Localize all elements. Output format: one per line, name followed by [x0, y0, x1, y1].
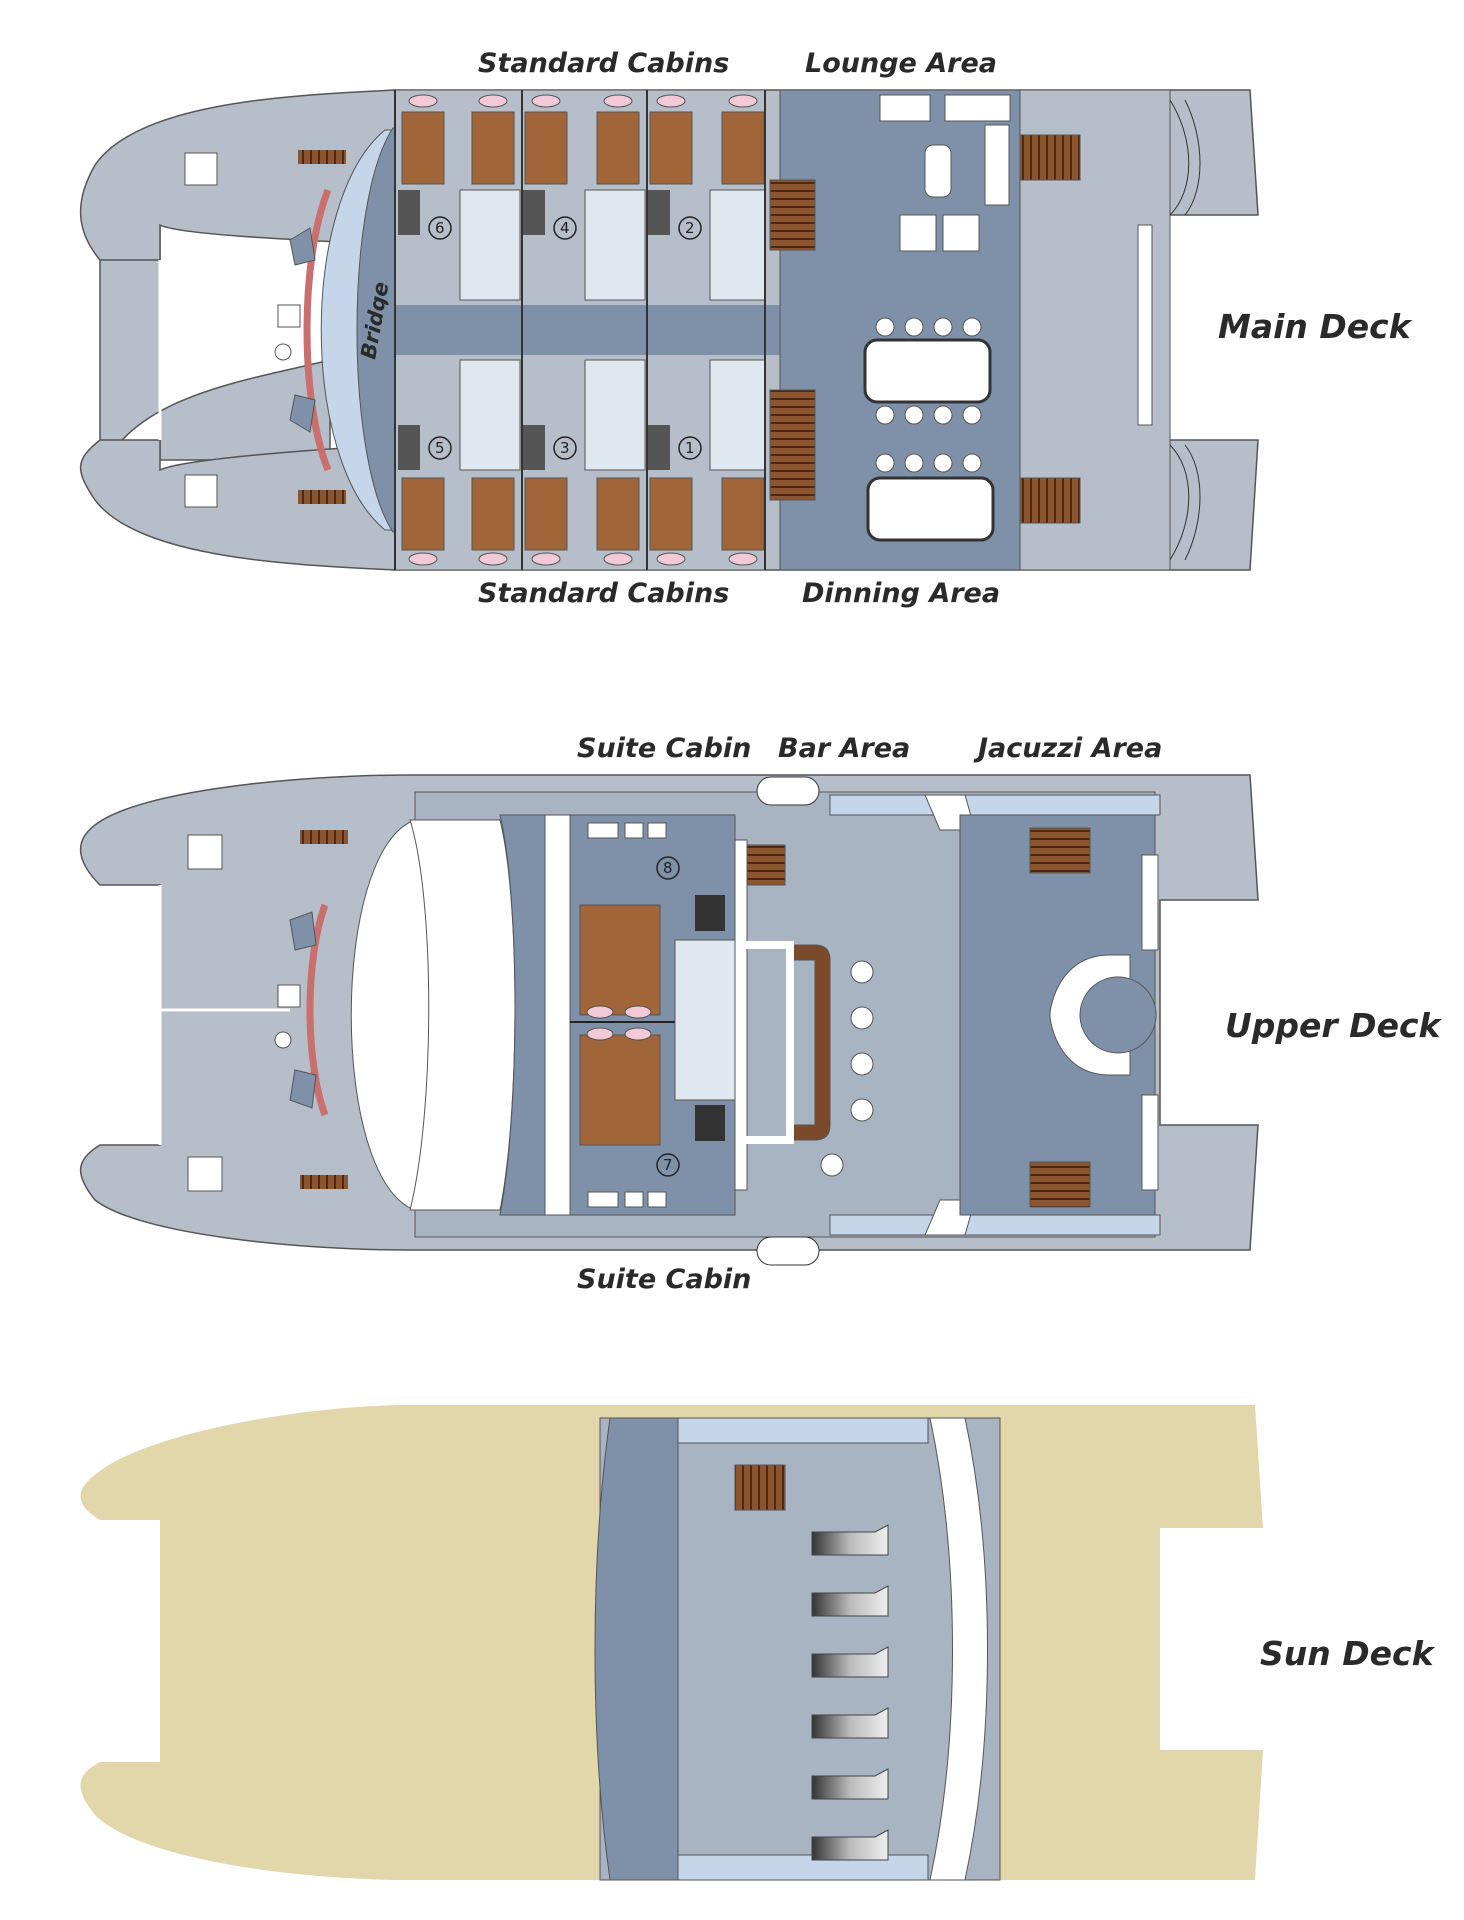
stairs [1019, 477, 1081, 524]
lounge-area-label: Lounge Area [805, 48, 997, 79]
suite-cabin-bottom-label: Suite Cabin [577, 1264, 751, 1295]
sun-deck-title: Sun Deck [1260, 1634, 1436, 1673]
cabin-number-circle [428, 436, 452, 460]
dining-area-label: Dinning Area [802, 578, 1000, 609]
stairs [1029, 827, 1091, 874]
hatch [277, 984, 301, 1008]
dining-table [866, 476, 995, 542]
main-deck: Bridge 6 4 [79, 89, 1259, 571]
tender-boat [756, 776, 820, 806]
suite-bed [579, 1034, 661, 1146]
cabin-number: 7 [663, 1156, 673, 1174]
cabin-number-circle [678, 216, 702, 240]
main-deck-title: Main Deck [1218, 307, 1413, 346]
stairs [1019, 134, 1081, 181]
hatch [184, 474, 218, 508]
cabin-number-circle [428, 216, 452, 240]
sun-deck [80, 1405, 1264, 1881]
cabin-number: 1 [685, 439, 695, 457]
cabin-number-circle [553, 436, 577, 460]
stairs [734, 1464, 786, 1511]
dining-table [863, 338, 992, 404]
tender-boat [756, 1236, 820, 1266]
vent-grille [300, 830, 348, 844]
suite-bed [579, 904, 661, 1016]
cabin-number: 2 [685, 219, 695, 237]
cabin-number: 4 [560, 219, 570, 237]
hatch [184, 152, 218, 186]
cabin-number: 3 [560, 439, 570, 457]
hatch [187, 834, 223, 870]
stairs [769, 389, 816, 501]
upper-deck-title: Upper Deck [1225, 1006, 1443, 1045]
stairs [1029, 1161, 1091, 1208]
bar-area-label: Bar Area [778, 733, 910, 764]
cabin-number: 8 [663, 859, 673, 877]
cabin-number-circle [553, 216, 577, 240]
bridge-room [356, 127, 396, 533]
cabin-number: 6 [435, 219, 445, 237]
top-cabins: 6 4 2 [398, 94, 766, 301]
upper-deck: 8 7 [79, 774, 1259, 1266]
suite-cabin-top-label: Suite Cabin [577, 733, 751, 764]
top-standard-cabins-label: Standard Cabins [478, 48, 729, 79]
sun-loungers [811, 1524, 889, 1861]
bottom-cabins: 5 3 1 [398, 359, 766, 566]
cabin-number-circle [678, 436, 702, 460]
vent-grille [298, 150, 346, 164]
hatch [187, 1156, 223, 1192]
cabin-number: 5 [435, 439, 445, 457]
vent-grille [298, 490, 346, 504]
hatch [277, 304, 301, 328]
bottom-standard-cabins-label: Standard Cabins [478, 578, 729, 609]
bridge-console [303, 188, 332, 472]
vent-grille [300, 1175, 348, 1189]
stairs [769, 179, 816, 251]
cabin-number-circle [656, 1153, 680, 1177]
sun-deck-windscreen [929, 1417, 988, 1881]
jacuzzi-area-label: Jacuzzi Area [973, 733, 1162, 764]
cabin-number-circle [656, 856, 680, 880]
